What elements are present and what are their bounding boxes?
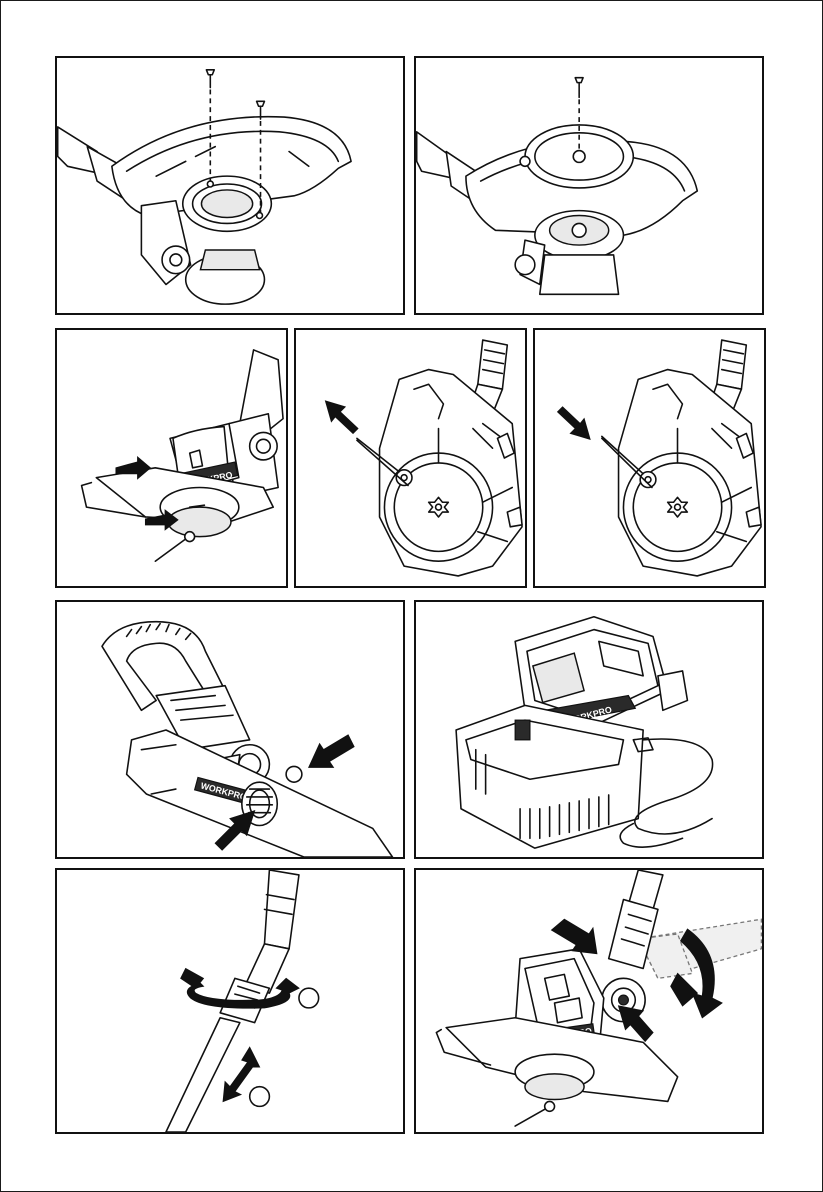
shaft-length-illustration [57, 870, 403, 1132]
wire-guard-out-illustration [296, 330, 525, 586]
arrow-icon [325, 401, 357, 433]
panel-line-guide: WORKPRO [55, 328, 288, 588]
screw-icon [206, 70, 214, 88]
line-guide-illustration: WORKPRO [57, 330, 286, 586]
arrow-icon [619, 1006, 653, 1041]
head-angle-illustration: WORKPRO [416, 870, 762, 1132]
step-circle-icon [299, 988, 319, 1008]
wire-guard-in-illustration [535, 330, 764, 586]
step-circle-icon [250, 1087, 270, 1107]
guard-screws-illustration [57, 58, 403, 313]
arrow-icon [552, 919, 597, 953]
panel-head-angle: WORKPRO [414, 868, 764, 1134]
screw-icon [575, 78, 583, 98]
panel-spool-cover [414, 56, 764, 315]
panel-handle-attach: WORKPRO [55, 600, 405, 859]
panel-wire-guard-in [533, 328, 766, 588]
panel-wire-guard-out [294, 328, 527, 588]
battery-charger-illustration: WORKPRO [416, 602, 762, 857]
spool-cover-illustration [416, 58, 762, 313]
panel-guard-screws [55, 56, 405, 315]
panel-shaft-length [55, 868, 405, 1134]
arrow-icon [309, 735, 354, 767]
arrow-icon [558, 407, 590, 439]
panel-battery-charger: WORKPRO [414, 600, 764, 859]
handle-attach-illustration: WORKPRO [57, 602, 403, 857]
